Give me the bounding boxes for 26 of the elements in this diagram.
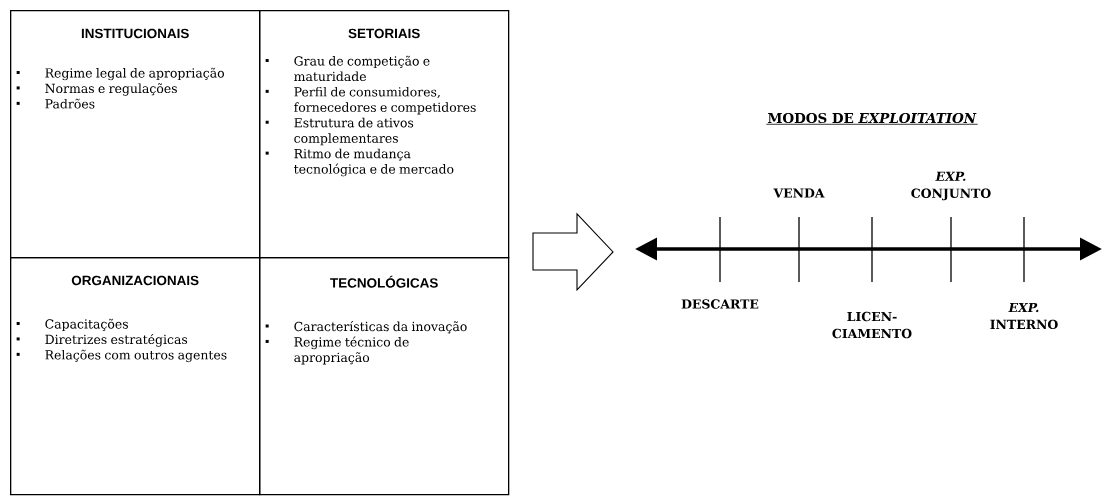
mode-label: VENDA xyxy=(773,188,825,198)
timeline-title: MODOS DE EXPLOITATION xyxy=(765,112,979,125)
cell-heading: TECNOLÓGICAS xyxy=(330,275,438,288)
cell-heading: SETORIAIS xyxy=(348,28,420,39)
list-item: Relações com outros agentes xyxy=(16,349,227,363)
list-item: Grau de competição e maturidade xyxy=(265,55,430,82)
mode-label: LICEN- CIAMENTO xyxy=(832,311,912,339)
category-cell xyxy=(10,10,261,259)
list-item: Regime técnico de apropriação xyxy=(265,336,409,365)
category-cell xyxy=(259,10,510,259)
list-item: Ritmo de mudança tecnológica e de mercado xyxy=(265,148,454,177)
cell-heading: ORGANIZACIONAIS xyxy=(71,275,199,286)
mode-label: DESCARTE xyxy=(681,299,759,309)
list-item: Capacitações xyxy=(16,318,128,332)
list-item: Características da inovação xyxy=(265,321,467,334)
list-item: Perfil de consumidores, fornecedores e competidores xyxy=(265,86,476,115)
mode-label: EXP. CONJUNTO xyxy=(911,171,991,201)
category-cell xyxy=(259,257,510,496)
cell-heading: INSTITUCIONAIS xyxy=(81,28,189,39)
list-item: Padrões xyxy=(16,98,95,109)
list-item: Normas e regulações xyxy=(16,83,177,96)
list-item: Estrutura de ativos complementares xyxy=(265,117,414,146)
list-item: Regime legal de apropriação xyxy=(16,67,224,81)
mode-label: EXP. INTERNO xyxy=(990,302,1058,330)
category-cell xyxy=(10,257,261,496)
list-item: Diretrizes estratégicas xyxy=(16,333,188,347)
